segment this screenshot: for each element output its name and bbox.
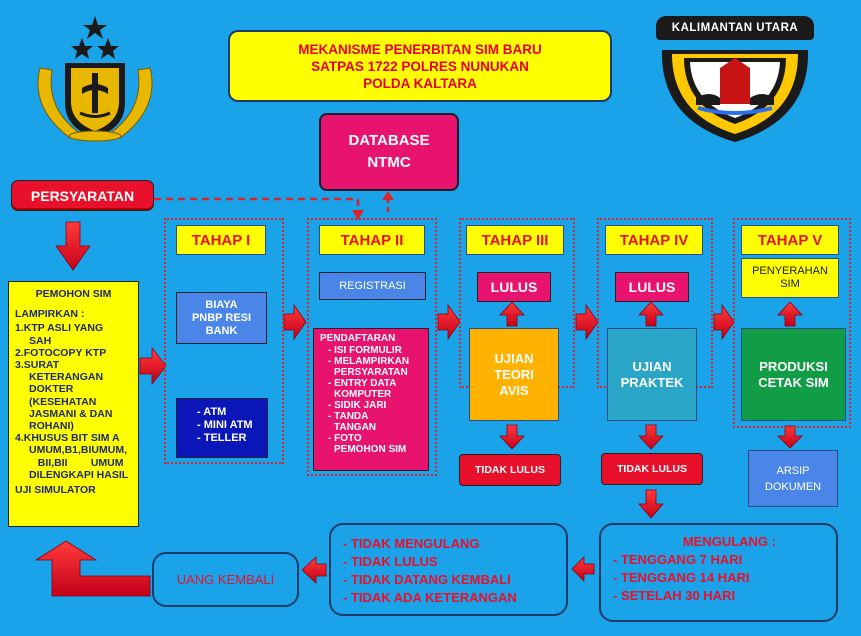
- database-line-2: NTMC: [367, 154, 411, 171]
- pemohon-item: UMUM,B1,BIUMUM,: [29, 444, 127, 457]
- dashed-link-persyaratan: [154, 197, 360, 212]
- tahap-3-label: TAHAP III: [466, 225, 564, 255]
- police-emblem-logo: [20, 8, 170, 148]
- arrow-right-5: [713, 303, 735, 341]
- tahap-1-label: TAHAP I: [176, 225, 266, 255]
- pendaftaran-box: PENDAFTARAN - ISI FORMULIR - MELAMPIRKAN…: [313, 328, 429, 471]
- arrow-right-1: [139, 346, 167, 386]
- penyerahan-sim-box: PENYERAHAN SIM: [741, 258, 839, 298]
- star-icon: [83, 16, 107, 39]
- pemohon-item: DILENGKAPI HASIL: [29, 468, 129, 481]
- uang-kembali-box: UANG KEMBALI: [152, 552, 299, 607]
- arrow-bent-up: [34, 540, 151, 597]
- lulus-box-t3: LULUS: [477, 272, 551, 302]
- pemohon-item: BII,BII UMUM: [29, 456, 124, 469]
- mengulang-item: - SETELAH 30 HARI: [613, 588, 736, 603]
- star-icon: [71, 38, 93, 59]
- biaya-pnbp-box: BIAYA PNBP RESI BANK: [176, 292, 267, 344]
- tidak-lulus-t4: TIDAK LULUS: [601, 453, 703, 485]
- tidak-list-box: - TIDAK MENGULANG - TIDAK LULUS - TIDAK …: [329, 523, 568, 616]
- lulus-box-t4: LULUS: [615, 272, 689, 302]
- uang-kembali-label: UANG KEMBALI: [176, 572, 275, 587]
- arrow-down-t4: [638, 424, 664, 450]
- tahap-1-frame: [164, 218, 284, 464]
- mengulang-item: - TENGGANG 14 HARI: [613, 570, 750, 585]
- pemohon-item: 1.KTP ASLI YANG: [15, 322, 104, 335]
- arrow-down-t3: [499, 424, 525, 450]
- tahap-4-label: TAHAP IV: [605, 225, 703, 255]
- pemohon-item: 2.FOTOCOPY KTP: [15, 346, 107, 359]
- pemohon-item: UJI SIMULATOR: [15, 484, 96, 497]
- tidak-lulus-t3: TIDAK LULUS: [459, 454, 561, 486]
- arrow-left-tidak: [571, 556, 595, 582]
- kaltara-banner-text: KALIMANTAN UTARA: [671, 22, 799, 34]
- mengulang-box: MENGULANG : - TENGGANG 7 HARI - TENGGANG…: [599, 523, 838, 622]
- pemohon-item: 3.SURAT: [15, 359, 60, 372]
- pemohon-lampiran: LAMPIRKAN :: [15, 308, 85, 321]
- pemohon-item: JASMANI & DAN: [29, 407, 113, 420]
- pemohon-item: 4.KHUSUS BIT SIM A: [15, 432, 120, 445]
- arrow-right-2: [283, 303, 307, 341]
- kaltara-badge-logo: KALIMANTAN UTARA: [650, 10, 820, 145]
- arrow-right-3: [437, 303, 461, 341]
- tidak-item: - TIDAK MENGULANG: [343, 536, 480, 551]
- pemohon-item: ROHANI): [29, 420, 74, 433]
- pemohon-heading: PEMOHON SIM: [35, 288, 112, 300]
- arrow-down-t5: [777, 425, 803, 449]
- pemohon-item: DOKTER: [29, 383, 74, 396]
- tidak-item: - TIDAK ADA KETERANGAN: [343, 590, 517, 605]
- tidak-item: - TIDAK DATANG KEMBALI: [343, 572, 511, 587]
- mengulang-heading: MENGULANG :: [682, 534, 776, 549]
- tidak-item: - TIDAK LULUS: [343, 554, 438, 569]
- tahap-2-label: TAHAP II: [319, 225, 425, 255]
- arrow-left-uang: [301, 556, 327, 584]
- persyaratan-label: PERSYARATAN: [30, 187, 135, 204]
- channel-mini-atm: - MINI ATM: [197, 419, 253, 431]
- arrow-down-mengulang: [638, 489, 664, 519]
- arsip-dokumen-box: ARSIP DOKUMEN: [748, 450, 838, 507]
- tahap-5-label: TAHAP V: [741, 225, 839, 255]
- arrow-down-persyaratan: [55, 221, 91, 271]
- pemohon-sim-box: PEMOHON SIM LAMPIRKAN : 1.KTP ASLI YANG …: [8, 281, 139, 527]
- arrow-up-t5: [777, 301, 803, 327]
- ujian-teori-box: UJIAN TEORI AVIS: [469, 328, 559, 421]
- ujian-praktek-box: UJIAN PRAKTEK: [607, 328, 697, 421]
- mengulang-item: - TENGGANG 7 HARI: [613, 552, 743, 567]
- persyaratan-box: PERSYARATAN: [11, 180, 154, 211]
- tahap-5-frame: [733, 218, 851, 428]
- kaltara-banner: KALIMANTAN UTARA: [656, 16, 814, 40]
- channel-atm: - ATM: [197, 406, 227, 418]
- pemohon-item: (KESEHATAN: [29, 395, 97, 408]
- title-line-3: POLDA KALTARA: [363, 75, 477, 91]
- database-ntmc-box: DATABASE NTMC: [319, 113, 459, 191]
- arrow-up-t3: [499, 301, 525, 327]
- arrow-right-4: [575, 303, 599, 341]
- title-line-2: SATPAS 1722 POLRES NUNUKAN: [311, 58, 529, 74]
- database-line-1: DATABASE: [348, 132, 430, 149]
- registrasi-box: REGISTRASI: [319, 272, 426, 300]
- produksi-cetak-sim-box: PRODUKSI CETAK SIM: [741, 328, 846, 421]
- title-line-1: MEKANISME PENERBITAN SIM BARU: [298, 41, 542, 57]
- pemohon-item: KETERANGAN: [29, 371, 104, 384]
- star-icon: [97, 38, 119, 59]
- pemohon-item: SAH: [29, 334, 52, 347]
- channel-teller: - TELLER: [197, 432, 247, 444]
- page-title: MEKANISME PENERBITAN SIM BARU SATPAS 172…: [228, 30, 612, 102]
- arrow-up-t4: [638, 301, 664, 327]
- payment-channels-box: - ATM - MINI ATM - TELLER: [176, 398, 268, 458]
- tahap-2-frame: [307, 218, 437, 476]
